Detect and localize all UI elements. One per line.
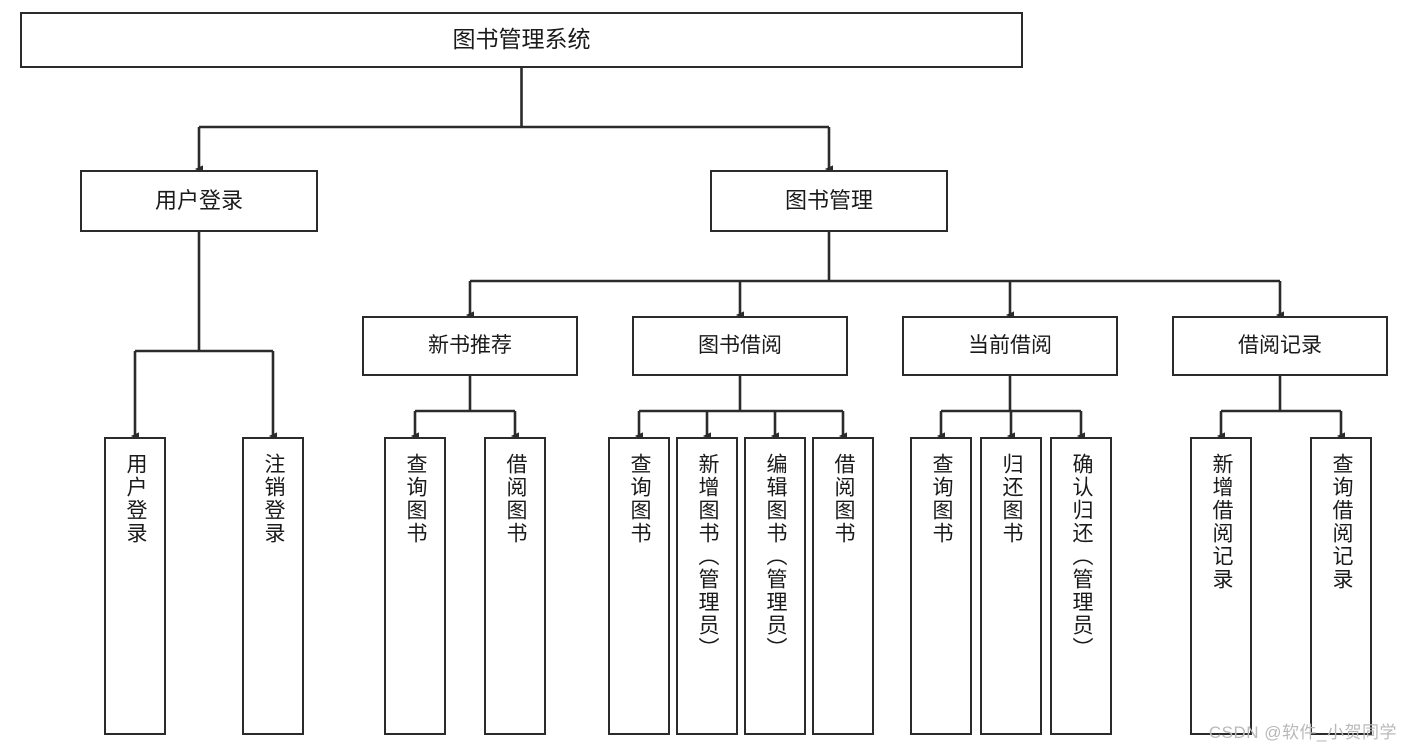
node-book-manage-label: 图书管理: [784, 188, 873, 214]
node-leaf-add-book-label: 新增图书（管理员）: [696, 453, 720, 660]
node-new-book-recommend[interactable]: 新书推荐: [362, 316, 578, 376]
node-root-label: 图书管理系统: [452, 26, 591, 53]
node-leaf-borrow-book-2[interactable]: 借阅图书: [812, 437, 874, 735]
node-leaf-query-record[interactable]: 查询借阅记录: [1310, 437, 1372, 735]
node-user-login-label: 用户登录: [154, 188, 243, 214]
node-user-login[interactable]: 用户登录: [80, 170, 318, 232]
node-book-borrow-label: 图书借阅: [698, 333, 782, 357]
node-book-borrow[interactable]: 图书借阅: [632, 316, 848, 376]
node-leaf-borrow-book-1-label: 借阅图书: [504, 453, 528, 545]
node-leaf-logout[interactable]: 注销登录: [242, 437, 304, 735]
node-leaf-add-record[interactable]: 新增借阅记录: [1190, 437, 1252, 735]
node-leaf-borrow-book-2-label: 借阅图书: [832, 453, 856, 545]
node-leaf-add-record-label: 新增借阅记录: [1210, 453, 1234, 591]
node-leaf-query-book-2-label: 查询图书: [628, 453, 652, 545]
node-current-borrow[interactable]: 当前借阅: [902, 316, 1118, 376]
node-leaf-borrow-book-1[interactable]: 借阅图书: [484, 437, 546, 735]
node-leaf-query-book-1[interactable]: 查询图书: [384, 437, 446, 735]
node-leaf-query-book-1-label: 查询图书: [404, 453, 428, 545]
node-leaf-query-record-label: 查询借阅记录: [1330, 453, 1354, 591]
node-leaf-return-book-label: 归还图书: [1000, 453, 1024, 545]
node-root[interactable]: 图书管理系统: [20, 12, 1023, 68]
node-leaf-user-login[interactable]: 用户登录: [104, 437, 166, 735]
node-borrow-record-label: 借阅记录: [1238, 333, 1322, 357]
node-leaf-edit-book[interactable]: 编辑图书（管理员）: [744, 437, 806, 735]
node-leaf-user-login-label: 用户登录: [124, 453, 148, 545]
node-leaf-confirm-return-label: 确认归还（管理员）: [1070, 453, 1094, 660]
node-new-book-recommend-label: 新书推荐: [428, 333, 512, 357]
node-leaf-add-book[interactable]: 新增图书（管理员）: [676, 437, 738, 735]
node-book-manage[interactable]: 图书管理: [710, 170, 948, 232]
node-leaf-logout-label: 注销登录: [262, 453, 286, 545]
node-leaf-query-book-2[interactable]: 查询图书: [608, 437, 670, 735]
node-leaf-query-book-3-label: 查询图书: [930, 453, 954, 545]
node-current-borrow-label: 当前借阅: [968, 333, 1052, 357]
node-leaf-return-book[interactable]: 归还图书: [980, 437, 1042, 735]
node-leaf-query-book-3[interactable]: 查询图书: [910, 437, 972, 735]
node-borrow-record[interactable]: 借阅记录: [1172, 316, 1388, 376]
node-leaf-edit-book-label: 编辑图书（管理员）: [764, 453, 788, 660]
node-leaf-confirm-return[interactable]: 确认归还（管理员）: [1050, 437, 1112, 735]
